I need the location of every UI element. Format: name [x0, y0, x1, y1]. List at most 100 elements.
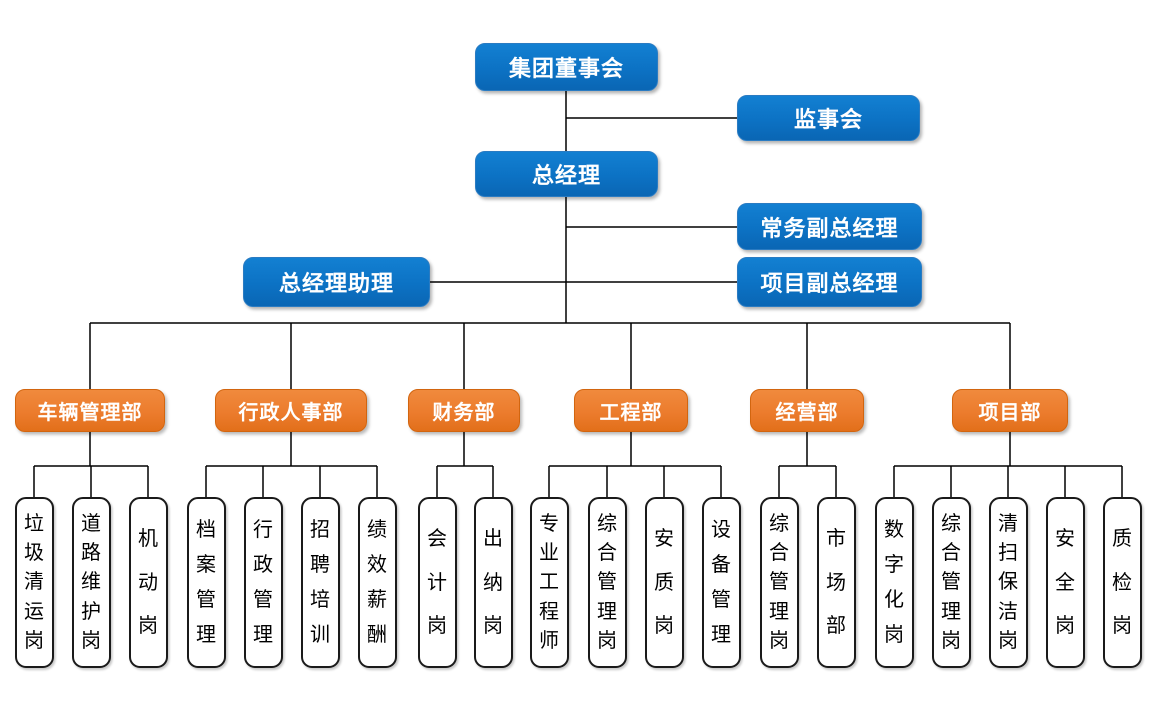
- post-node: 道路维护岗: [71, 497, 111, 668]
- org-node-gm-assistant: 总经理助理: [243, 257, 430, 307]
- post-char: 安: [654, 527, 674, 550]
- post-char: 行: [253, 519, 273, 541]
- post-char: 扫: [998, 542, 1018, 565]
- org-node-board-of-directors: 集团董事会: [475, 43, 658, 91]
- post-char: 理: [769, 600, 789, 623]
- org-node-project-deputy-gm: 项目副总经理: [737, 257, 922, 307]
- post-node: 质检岗: [1102, 497, 1142, 668]
- post-char: 综: [769, 513, 789, 536]
- post-char: 动: [138, 571, 158, 594]
- post-node: 垃圾清运岗: [14, 497, 54, 668]
- post-char: 合: [597, 542, 617, 565]
- dept-node: 工程部: [574, 389, 688, 432]
- post-char: 岗: [24, 629, 44, 652]
- post-char: 市: [826, 527, 846, 550]
- dept-node: 行政人事部: [215, 389, 367, 432]
- post-char: 路: [81, 542, 101, 565]
- post-char: 合: [941, 542, 961, 565]
- post-char: 岗: [884, 624, 904, 646]
- post-char: 业: [539, 542, 559, 565]
- post-char: 护: [81, 600, 101, 623]
- post-char: 理: [253, 624, 273, 646]
- post-char: 保: [998, 571, 1018, 594]
- post-char: 检: [1112, 571, 1132, 594]
- post-node: 综合管理岗: [759, 497, 799, 668]
- post-char: 场: [826, 571, 846, 594]
- post-node: 综合管理岗: [587, 497, 627, 668]
- post-node: 档案管理: [186, 497, 226, 668]
- post-node: 清扫保洁岗: [988, 497, 1028, 668]
- post-node: 会计岗: [417, 497, 457, 668]
- post-char: 出: [483, 527, 503, 550]
- post-char: 岗: [483, 615, 503, 638]
- post-char: 师: [539, 629, 559, 652]
- post-node: 设备管理: [701, 497, 741, 668]
- post-char: 政: [253, 554, 273, 576]
- post-char: 综: [941, 513, 961, 536]
- post-node: 绩效薪酬: [357, 497, 397, 668]
- post-node: 出纳岗: [473, 497, 513, 668]
- post-char: 理: [711, 624, 731, 646]
- post-node: 行政管理: [243, 497, 283, 668]
- post-char: 薪: [367, 589, 387, 611]
- post-char: 质: [654, 571, 674, 594]
- post-char: 数: [884, 519, 904, 541]
- post-char: 案: [196, 554, 216, 576]
- post-char: 清: [998, 513, 1018, 536]
- post-char: 全: [1055, 571, 1075, 594]
- post-char: 训: [310, 624, 330, 646]
- post-char: 理: [597, 600, 617, 623]
- post-node: 招聘培训: [300, 497, 340, 668]
- dept-node: 经营部: [750, 389, 864, 432]
- org-node-executive-deputy-gm: 常务副总经理: [737, 203, 922, 250]
- post-char: 效: [367, 554, 387, 576]
- post-char: 聘: [310, 554, 330, 576]
- post-char: 垃: [24, 513, 44, 536]
- post-char: 圾: [24, 542, 44, 565]
- post-node: 数字化岗: [874, 497, 914, 668]
- post-char: 计: [427, 571, 447, 594]
- post-char: 道: [81, 513, 101, 536]
- post-char: 程: [539, 600, 559, 623]
- post-char: 岗: [138, 615, 158, 638]
- post-char: 岗: [597, 629, 617, 652]
- post-char: 档: [196, 519, 216, 541]
- post-char: 岗: [1055, 615, 1075, 638]
- post-char: 综: [597, 513, 617, 536]
- post-char: 备: [711, 554, 731, 576]
- org-node-supervisory-board: 监事会: [737, 95, 920, 141]
- post-char: 清: [24, 571, 44, 594]
- post-char: 管: [769, 571, 789, 594]
- post-node: 机动岗: [128, 497, 168, 668]
- post-char: 岗: [941, 629, 961, 652]
- post-char: 酬: [367, 624, 387, 646]
- post-char: 岗: [427, 615, 447, 638]
- post-char: 质: [1112, 527, 1132, 550]
- post-char: 字: [884, 554, 904, 576]
- post-node: 市场部: [816, 497, 856, 668]
- post-node: 安质岗: [644, 497, 684, 668]
- post-char: 管: [196, 589, 216, 611]
- dept-node: 车辆管理部: [15, 389, 165, 432]
- dept-node: 财务部: [408, 389, 520, 432]
- post-char: 工: [539, 571, 559, 594]
- post-char: 招: [310, 519, 330, 541]
- post-char: 部: [826, 615, 846, 638]
- post-char: 岗: [1112, 615, 1132, 638]
- org-node-general-manager: 总经理: [475, 151, 658, 197]
- post-char: 机: [138, 527, 158, 550]
- post-char: 管: [597, 571, 617, 594]
- post-char: 岗: [654, 615, 674, 638]
- post-char: 岗: [81, 629, 101, 652]
- post-char: 化: [884, 589, 904, 611]
- post-char: 理: [941, 600, 961, 623]
- post-char: 培: [310, 589, 330, 611]
- post-char: 设: [711, 519, 731, 541]
- post-char: 合: [769, 542, 789, 565]
- post-char: 岗: [998, 629, 1018, 652]
- post-char: 会: [427, 527, 447, 550]
- post-node: 专业工程师: [529, 497, 569, 668]
- post-char: 理: [196, 624, 216, 646]
